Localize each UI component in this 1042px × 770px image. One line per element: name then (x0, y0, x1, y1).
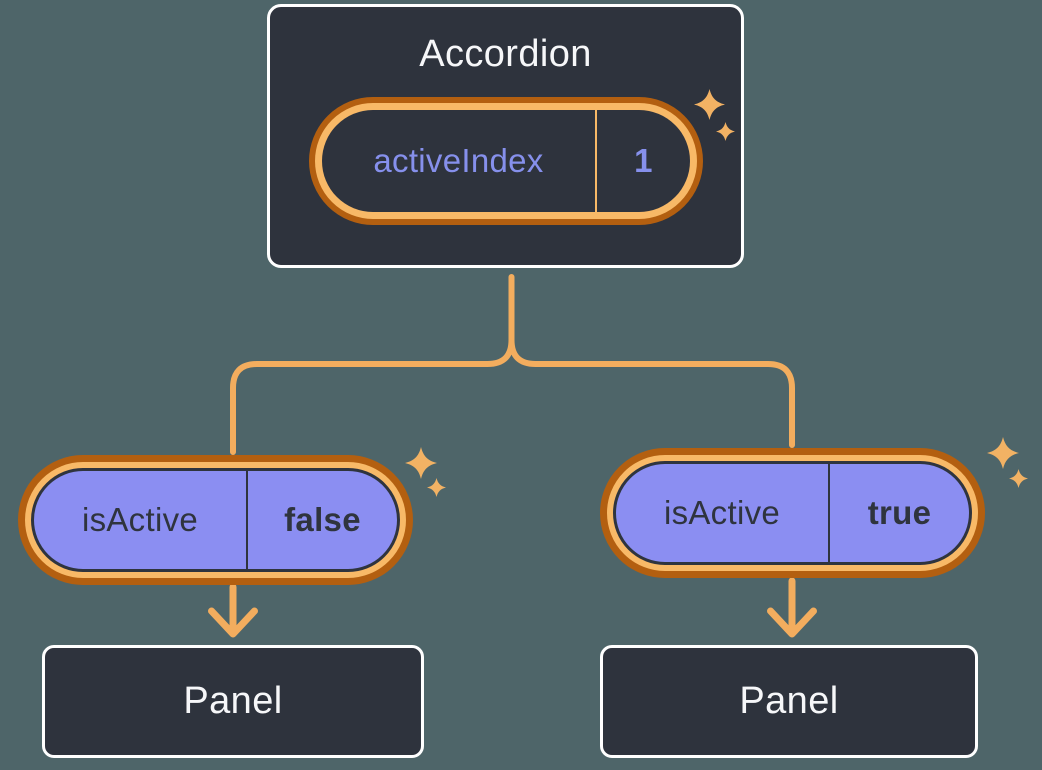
sparkle-icon (427, 478, 446, 497)
state-pill: activeIndex 1 (309, 97, 703, 225)
prop-pill-value: false (284, 501, 361, 538)
state-pill-body: activeIndex 1 (322, 110, 690, 212)
left-arrow-icon (208, 583, 258, 638)
accordion-node-title: Accordion (419, 33, 592, 75)
state-pill-value: 1 (634, 142, 653, 179)
prop-pill-left: isActive false (18, 455, 413, 585)
right-arrow-icon (767, 577, 817, 638)
prop-pill-label: isActive (34, 471, 248, 569)
sparkle-icon (694, 89, 725, 120)
sparkle-icon (1009, 469, 1028, 488)
panel-node-title: Panel (183, 680, 283, 722)
panel-node-title: Panel (739, 680, 839, 722)
panel-node-left: Panel (42, 645, 424, 758)
panel-node-right: Panel (600, 645, 978, 758)
prop-pill-label: isActive (616, 464, 830, 562)
prop-pill-value: true (867, 494, 932, 531)
fork-connector-line (230, 274, 795, 455)
sparkle-icon (405, 447, 437, 479)
prop-pill-body: isActive true (613, 461, 972, 565)
prop-pill-right: isActive true (600, 448, 985, 578)
state-pill-label: activeIndex (322, 110, 597, 212)
sparkle-icon (987, 437, 1019, 469)
sparkle-icon (716, 122, 735, 141)
prop-pill-body: isActive false (31, 468, 400, 572)
